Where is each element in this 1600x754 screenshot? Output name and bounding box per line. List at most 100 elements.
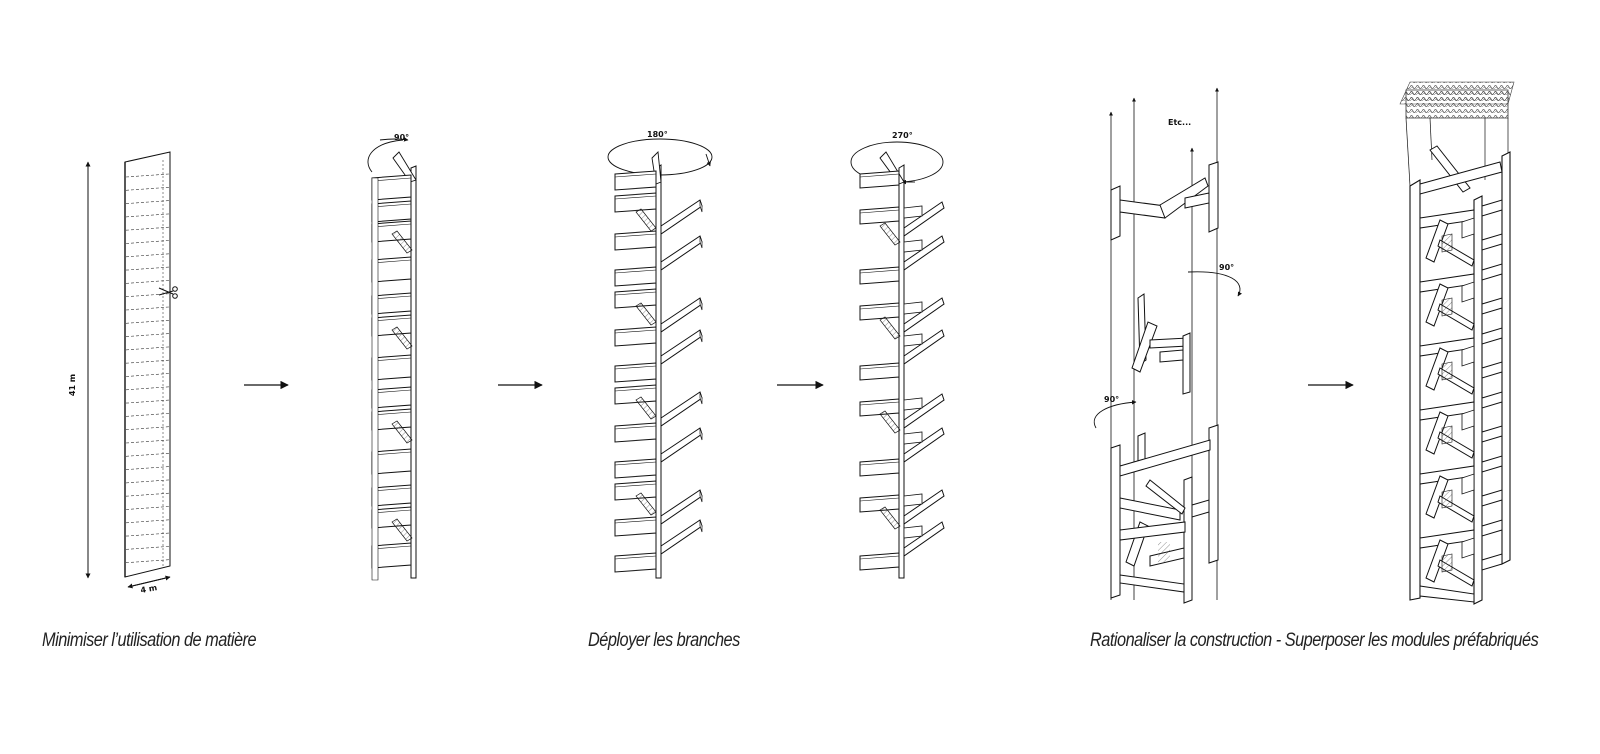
floor-brace — [1425, 475, 1449, 519]
branch-board — [660, 519, 703, 555]
cut-line — [125, 306, 170, 311]
board-edge — [614, 173, 657, 178]
branch-stub — [903, 525, 923, 539]
cut-line — [125, 413, 170, 417]
outer-beam — [1481, 519, 1503, 537]
diagonal-brace — [391, 230, 413, 254]
branch-stub — [903, 301, 923, 315]
cut-line — [125, 532, 170, 537]
board — [614, 170, 657, 191]
scissors-icon — [158, 286, 178, 299]
node-block — [1461, 409, 1475, 431]
etc-label: Etc... — [1168, 118, 1191, 127]
cut-line — [125, 479, 170, 484]
branch-board — [660, 489, 703, 525]
board-edge — [859, 365, 900, 370]
board — [859, 266, 900, 285]
board-edge — [614, 555, 657, 560]
width-dimension-label: 4 m — [140, 583, 158, 595]
outer-beam — [1481, 199, 1503, 217]
cut-line — [125, 266, 170, 271]
diagonal-brace — [635, 302, 657, 326]
outer-beam — [1481, 553, 1503, 571]
diagonal-brace — [391, 420, 413, 444]
top-module — [1110, 161, 1219, 241]
branch-board — [660, 235, 703, 271]
board-edge — [614, 195, 657, 200]
floor-brace — [1425, 347, 1449, 391]
floor-brace — [1425, 283, 1449, 327]
board-edge — [614, 461, 657, 466]
board-edge — [371, 411, 412, 416]
diagonal-brace — [391, 518, 413, 542]
cut-line — [125, 359, 170, 364]
outer-beam — [1481, 327, 1503, 345]
board-edge — [859, 497, 900, 502]
board-edge — [614, 233, 657, 238]
board-edge — [614, 519, 657, 524]
cut-line — [125, 546, 170, 550]
branch-end — [699, 297, 703, 311]
branch-stub — [903, 239, 923, 253]
board — [614, 288, 657, 309]
board — [614, 266, 657, 287]
branch-end — [699, 427, 703, 441]
cut-line — [125, 506, 170, 510]
cut-line — [125, 173, 170, 178]
board-edge — [371, 487, 412, 492]
node-block — [1461, 537, 1475, 559]
cut-line — [125, 187, 170, 191]
flat-panel-diagram: 41 m 4 m — [68, 151, 178, 595]
cut-line — [125, 559, 170, 563]
outer-beam — [1481, 297, 1503, 315]
board-edge — [371, 295, 412, 300]
outer-beam — [1481, 391, 1503, 409]
branch-board — [903, 427, 945, 463]
board-edge — [859, 209, 900, 214]
board — [614, 230, 657, 251]
branches-90-diagram: 90° — [367, 133, 417, 581]
base-beam — [1419, 585, 1475, 603]
node-block — [1461, 345, 1475, 367]
branch-board — [903, 235, 945, 271]
diagonal-brace — [391, 326, 413, 350]
cut-line — [125, 213, 170, 218]
floor-brace — [1425, 411, 1449, 455]
floor-brace — [1425, 219, 1449, 263]
node-block — [1461, 217, 1475, 239]
hatch-block — [1441, 553, 1453, 573]
branch-end — [699, 391, 703, 405]
board-edge — [371, 317, 412, 322]
board-edge — [371, 177, 412, 182]
rotation-label-90: 90° — [394, 133, 409, 142]
branch-end — [699, 489, 703, 503]
board-edge — [371, 357, 412, 362]
board — [859, 552, 900, 571]
board — [859, 398, 900, 417]
diagonal-brace — [635, 492, 657, 516]
diagonal-brace — [635, 208, 657, 232]
branch-stub — [903, 397, 923, 411]
outer-beam — [1481, 455, 1503, 473]
board-edge — [859, 461, 900, 466]
branch-end — [699, 199, 703, 213]
floor-brace — [1425, 539, 1449, 583]
board-edge — [614, 483, 657, 488]
caption-rationalize: Rationaliser la construction - Superpose… — [1090, 630, 1539, 651]
board — [614, 362, 657, 383]
rotation-arrow-90 — [379, 137, 409, 142]
rotation-label-step5-bottom: 90° — [1104, 395, 1119, 404]
diagonal-brace — [635, 396, 657, 420]
cut-line — [125, 280, 170, 284]
cut-line — [125, 346, 170, 351]
board — [614, 384, 657, 405]
board — [859, 206, 900, 225]
board — [859, 362, 900, 381]
cut-line — [125, 320, 170, 324]
cut-line — [125, 426, 170, 430]
hatch-block — [1441, 297, 1453, 317]
branch-stub — [903, 205, 923, 219]
branch-board — [903, 297, 945, 333]
branches-270-diagram: 270° — [850, 131, 945, 579]
